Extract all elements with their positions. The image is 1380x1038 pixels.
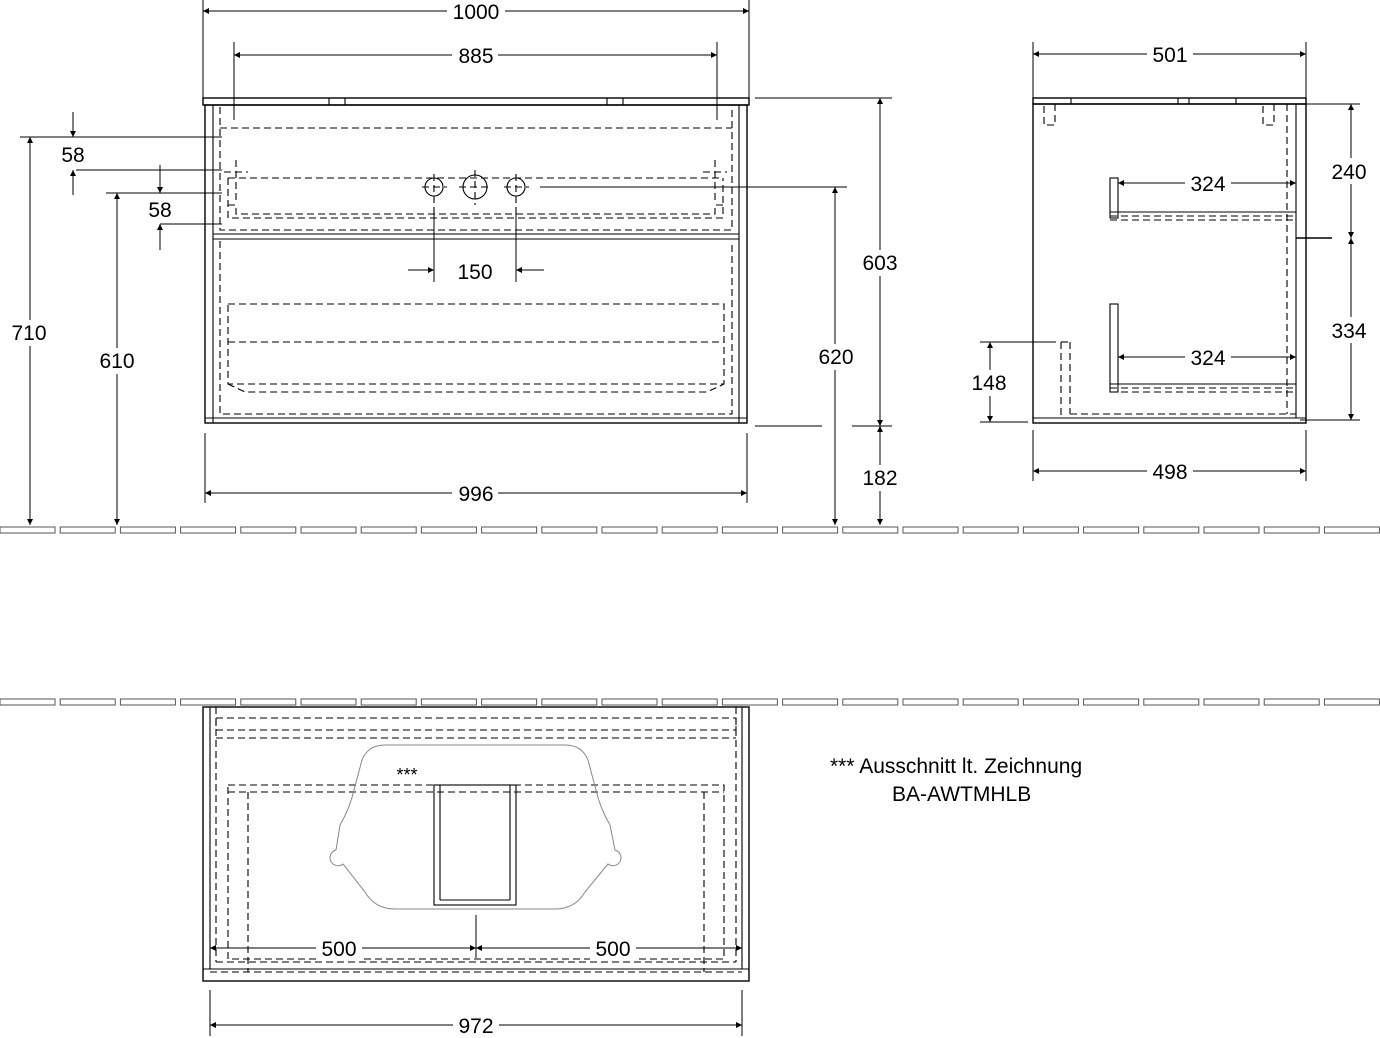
dim-top-view-width: 972 [458,1015,493,1038]
tap-hole-right-icon [504,174,529,214]
dim-lower-drawer-depth: 324 [1190,347,1225,370]
dim-tap-spacing: 150 [457,261,492,284]
dim-floor-clearance: 182 [862,467,897,490]
dim-top-inner-width: 885 [458,45,493,68]
dim-bottom-depth: 498 [1152,461,1187,484]
dim-bottom-width: 996 [458,483,493,506]
floor-line [0,526,1380,534]
dim-right-half: 500 [595,938,630,961]
dim-top-depth: 501 [1152,44,1187,67]
dim-drawer-offset: 58 [148,199,171,222]
cutout-note-line2: BA-AWTMHLB [892,783,1031,806]
cutout-marker: *** [396,765,417,785]
tap-hole-center-icon [459,170,491,205]
front-view: 1000 885 996 58 58 150 710 610 620 603 1… [8,0,902,525]
tap-hole-left-icon [422,174,447,214]
dim-upper-drawer-depth: 324 [1190,173,1225,196]
cutout-note: *** Ausschnitt lt. Zeichnung BA-AWTMHLB [830,755,1082,806]
dim-tap-height: 620 [818,346,853,369]
dim-drawer-height: 58 [61,144,84,167]
top-view: *** 500 500 972 [202,706,750,1038]
dim-drawer-base-height: 610 [99,350,134,373]
wall-line-top-view [0,698,1380,706]
side-view: 501 498 324 324 240 334 148 [967,42,1372,484]
dim-upper-height: 240 [1331,161,1366,184]
dim-lower-height: 334 [1331,320,1366,343]
dim-siphon-height: 148 [971,372,1006,395]
dim-overall-width: 1000 [453,1,500,24]
basin-cutout-outline [329,744,622,910]
cutout-note-line1: *** Ausschnitt lt. Zeichnung [830,755,1082,778]
dim-total-height: 710 [11,322,46,345]
dim-left-half: 500 [321,938,356,961]
dim-body-height: 603 [862,252,897,275]
